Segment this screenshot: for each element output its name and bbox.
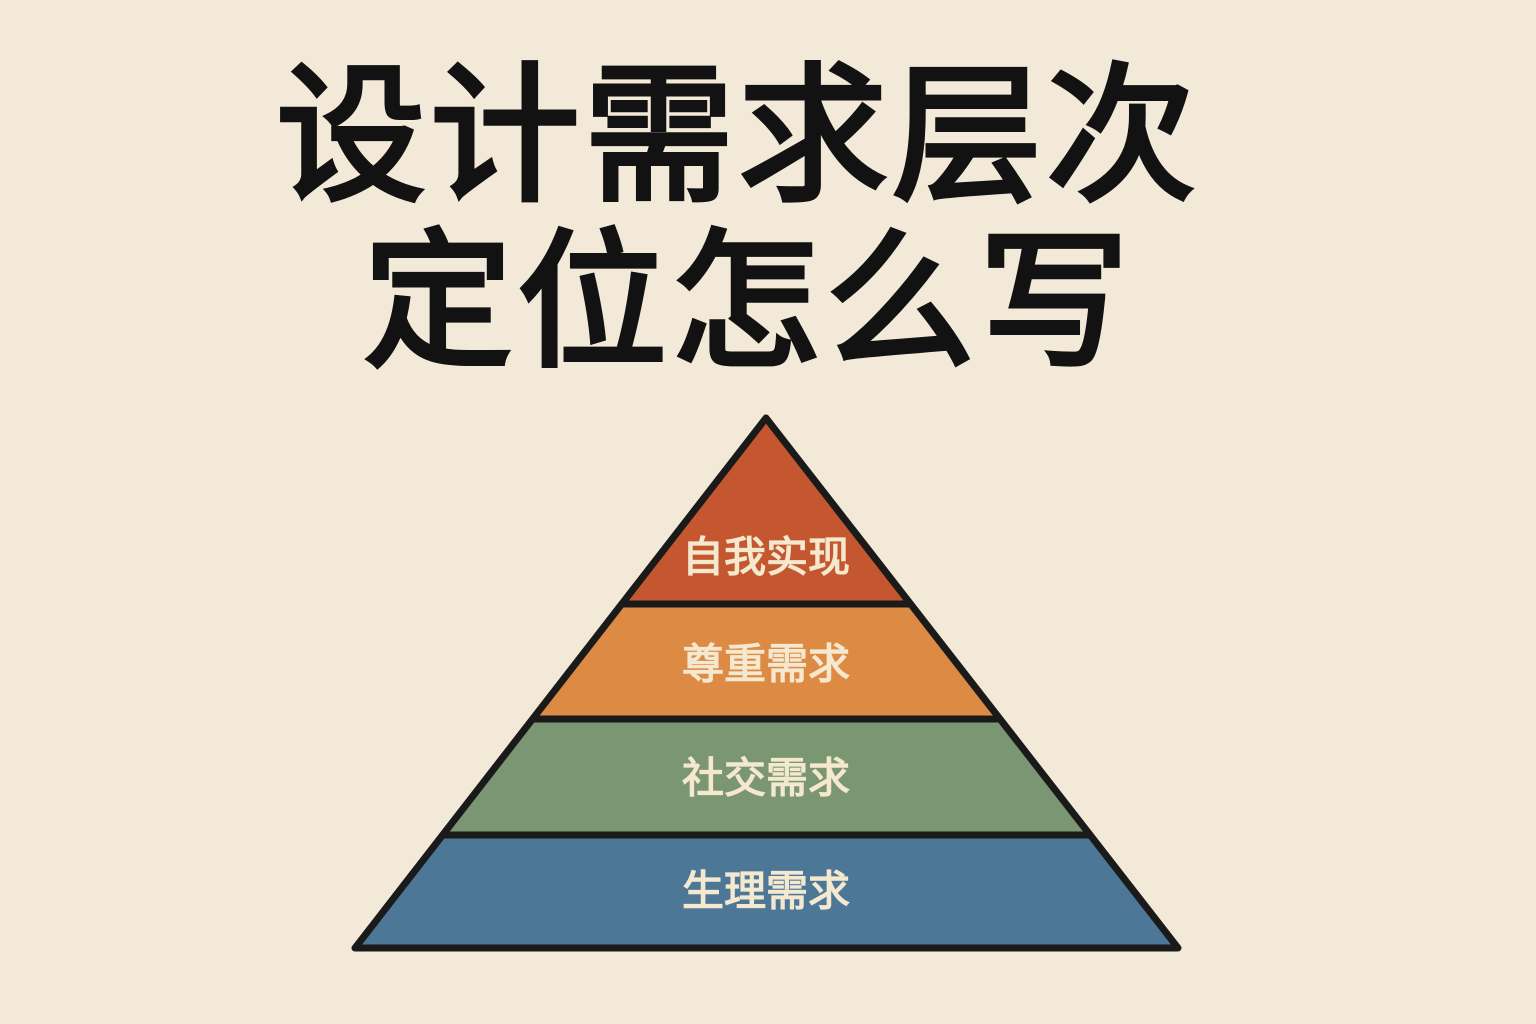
pyramid-level-self-actualization [622,418,910,604]
pyramid-level-physiological [355,835,1178,948]
title-line-2: 定位怎么写 [362,216,1133,390]
level-label-self-actualization: 自我实现 [682,533,850,582]
pyramid-level-esteem [533,604,999,719]
level-label-social: 社交需求 [682,754,850,803]
level-label-esteem: 尊重需求 [682,640,850,689]
pyramid-level-social [443,719,1089,835]
pyramid-outline [351,414,1182,952]
title-line-1: 设计需求层次 [275,50,1200,224]
level-label-physiological: 生理需求 [682,867,850,916]
